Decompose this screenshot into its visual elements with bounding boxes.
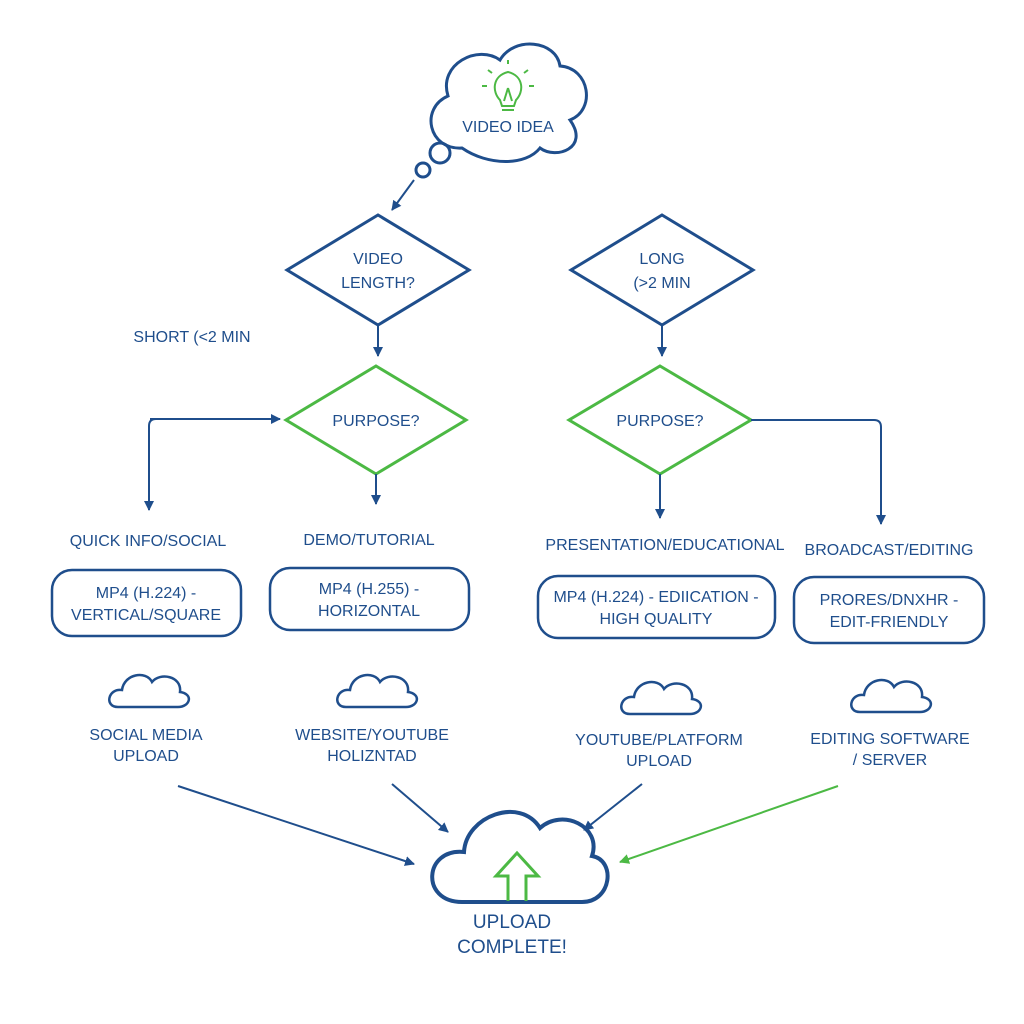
start-label: VIDEO IDEA — [462, 119, 554, 136]
destination-social-line2: UPLOAD — [113, 748, 179, 765]
thought-bubble-large — [428, 141, 452, 165]
arrow-website-to-upload — [391, 783, 449, 833]
branch-long: LONG (>2 MIN — [568, 213, 756, 327]
format-box-broadcast-border — [792, 575, 986, 645]
destination-youtube-line1: YOUTUBE/PLATFORM — [575, 732, 743, 749]
end-label-line1: UPLOAD — [473, 912, 551, 933]
upload-arrow-icon — [492, 850, 542, 901]
arrow-editing-to-upload — [619, 785, 839, 864]
decision-length-line2: LENGTH? — [341, 275, 415, 292]
end-node: UPLOAD COMPLETE! — [430, 810, 610, 958]
destination-website-line2: HOLIZNTAD — [327, 748, 416, 765]
cloud-icon — [850, 678, 932, 714]
category-label-quick-info: QUICK INFO/SOCIAL — [70, 533, 227, 550]
cloud-icon — [108, 673, 190, 709]
destination-editing-line1: EDITING SOFTWARE — [810, 731, 969, 748]
cloud-icon — [620, 680, 702, 716]
purpose-long-label: PURPOSE? — [616, 413, 703, 430]
cloud-icon — [336, 673, 418, 709]
thought-cloud-shape — [429, 42, 588, 163]
destination-editing-line2: / SERVER — [853, 752, 927, 769]
format-quick-info-line2: VERTICAL/SQUARE — [71, 607, 221, 624]
arrow-purpose-to-broadcast — [751, 419, 886, 525]
destination-youtube-line2: UPLOAD — [626, 753, 692, 770]
arrow-youtube-to-upload — [583, 783, 643, 831]
branch-long-line2: (>2 MIN — [633, 275, 690, 292]
branch-short-label: SHORT (<2 MIN — [133, 329, 250, 346]
decision-purpose-long: PURPOSE? — [566, 364, 754, 476]
end-label-line2: COMPLETE! — [457, 937, 567, 958]
lightbulb-icon — [482, 60, 534, 111]
thought-bubble-small — [414, 161, 432, 179]
arrow-idea-to-length — [391, 179, 415, 211]
format-box-quick-info: MP4 (H.224) - VERTICAL/SQUARE — [50, 568, 243, 638]
branch-long-line1: LONG — [639, 251, 684, 268]
decision-length-line1: VIDEO — [353, 251, 403, 268]
format-quick-info-line1: MP4 (H.224) - — [96, 585, 196, 602]
arrow-social-to-upload — [177, 785, 415, 866]
format-box-broadcast: PRORES/DNXHR - EDIT-FRIENDLY — [792, 575, 986, 645]
decision-length: VIDEO LENGTH? — [284, 213, 472, 327]
category-label-demo: DEMO/TUTORIAL — [303, 532, 434, 549]
category-label-presentation: PRESENTATION/EDUCATIONAL — [545, 537, 784, 554]
upload-cloud-shape — [430, 810, 610, 904]
destination-website-line1: WEBSITE/YOUTUBE — [295, 727, 449, 744]
format-presentation-line1: MP4 (H.224) - EDIICATION - — [553, 589, 758, 606]
arrow-purpose-to-quick-info — [144, 418, 280, 511]
format-box-demo-border — [268, 566, 471, 632]
decision-length-diamond — [284, 213, 472, 327]
format-demo-line2: HORIZONTAL — [318, 603, 420, 620]
format-box-quick-info-border — [50, 568, 243, 638]
format-presentation-line2: HIGH QUALITY — [600, 611, 713, 628]
format-box-demo: MP4 (H.255) - HORIZONTAL — [268, 566, 471, 632]
destination-social-line1: SOCIAL MEDIA — [89, 727, 203, 744]
format-demo-line1: MP4 (H.255) - — [319, 581, 419, 598]
category-label-broadcast: BROADCAST/EDITING — [805, 542, 974, 559]
decision-purpose-short: PURPOSE? — [283, 364, 469, 476]
format-broadcast-line1: PRORES/DNXHR - — [820, 592, 959, 609]
format-broadcast-line2: EDIT-FRIENDLY — [830, 614, 949, 631]
branch-long-diamond — [568, 213, 756, 327]
start-node: VIDEO IDEA — [414, 42, 588, 179]
purpose-short-label: PURPOSE? — [332, 413, 419, 430]
format-box-presentation-border — [536, 574, 777, 640]
format-box-presentation: MP4 (H.224) - EDIICATION - HIGH QUALITY — [536, 574, 777, 640]
